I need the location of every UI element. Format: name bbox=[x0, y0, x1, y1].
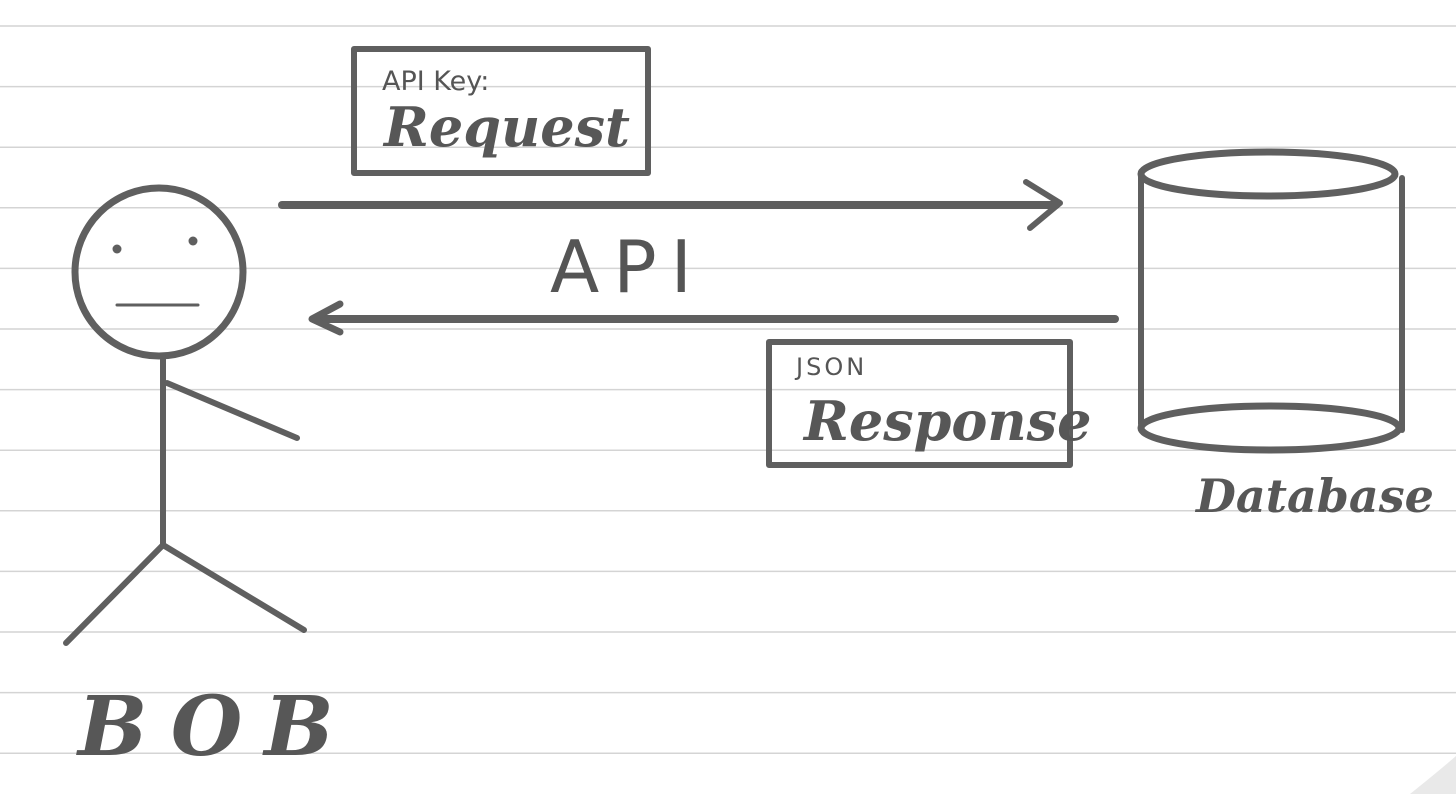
ruled-lines bbox=[0, 25, 1456, 754]
response-label: Response bbox=[802, 389, 1091, 453]
response-caption: JSON bbox=[794, 353, 867, 381]
response-box-frame bbox=[766, 339, 1073, 468]
head-circle bbox=[71, 184, 247, 360]
request-box: API Key: Request bbox=[351, 46, 651, 176]
database-top bbox=[1137, 148, 1399, 200]
database-cylinder bbox=[1137, 148, 1405, 454]
actor-name: BOB bbox=[76, 679, 356, 775]
request-arrow-head bbox=[1023, 179, 1063, 231]
response-arrow-head bbox=[308, 300, 344, 336]
database-label: Database bbox=[1194, 469, 1434, 523]
left-eye bbox=[112, 244, 122, 254]
api-label: API bbox=[550, 225, 706, 309]
database-bottom bbox=[1137, 402, 1403, 454]
response-box: JSON Response bbox=[766, 339, 1091, 468]
request-arrow bbox=[278, 179, 1063, 231]
right-leg bbox=[160, 542, 307, 633]
request-label: Request bbox=[382, 95, 630, 159]
arm bbox=[164, 380, 300, 441]
response-arrow bbox=[308, 300, 1119, 336]
request-box-frame bbox=[351, 46, 651, 176]
stick-figure bbox=[63, 184, 307, 646]
page-curl bbox=[1410, 756, 1456, 794]
right-eye bbox=[188, 236, 198, 246]
request-caption: API Key: bbox=[382, 66, 489, 97]
left-leg bbox=[63, 542, 166, 646]
